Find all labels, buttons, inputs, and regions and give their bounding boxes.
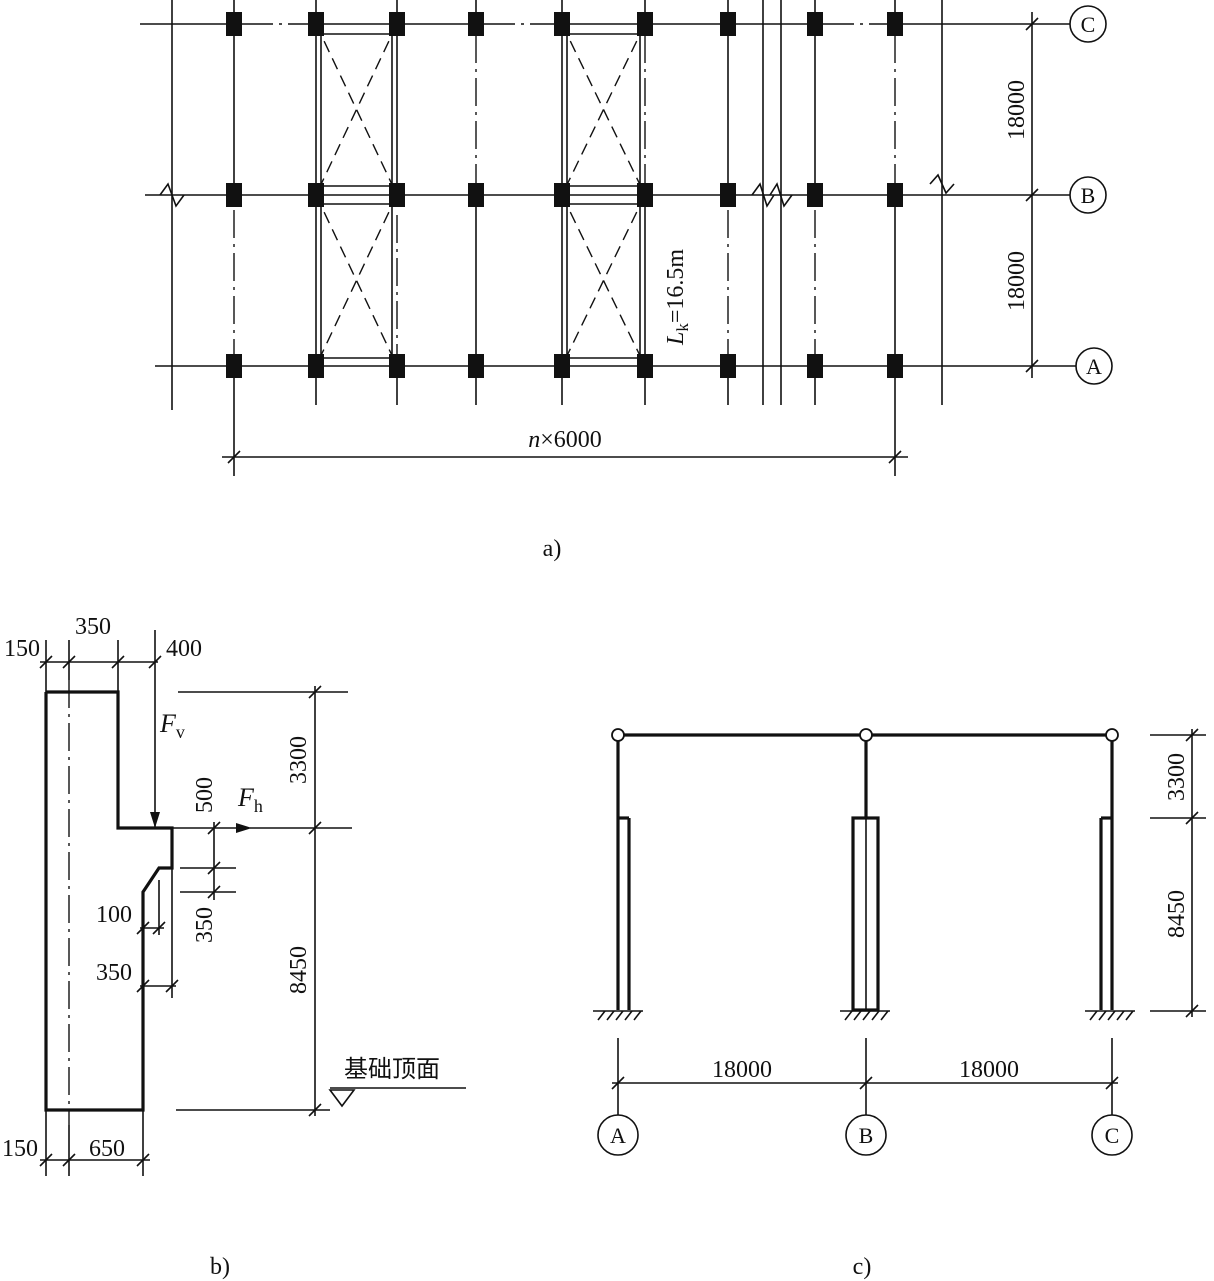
force-fh-sub: h bbox=[254, 796, 263, 816]
dim-top-150: 150 bbox=[4, 636, 40, 662]
span-dim-bottom: 18000 bbox=[1004, 251, 1030, 311]
force-fh-symbol: F bbox=[237, 783, 255, 812]
foundation-marker: 基础顶面 bbox=[328, 1055, 466, 1108]
top-dimensions: 150 350 400 bbox=[4, 614, 202, 828]
frame-height-dimensions: 3300 8450 bbox=[1150, 728, 1206, 1018]
dim-350-horizontal: 350 bbox=[96, 960, 132, 986]
frame-axis-a: A bbox=[610, 1123, 626, 1148]
vertical-dimension: 18000 18000 bbox=[1004, 12, 1039, 378]
panel-b-column: 150 350 400 Fv Fh 3300 8450 bbox=[2, 614, 466, 1280]
span-length-subscript: k bbox=[673, 323, 692, 332]
force-fv-label: Fv bbox=[159, 709, 185, 742]
length-n: n bbox=[528, 427, 540, 453]
hinge-c bbox=[1105, 728, 1119, 742]
hinge-b bbox=[859, 728, 873, 742]
length-rest: ×6000 bbox=[540, 427, 602, 453]
column-outline bbox=[44, 690, 174, 1112]
dim-bottom-150: 150 bbox=[2, 1136, 38, 1162]
panel-c-frame: 3300 8450 18000 18000 A B C c) bbox=[593, 728, 1206, 1280]
fixed-supports bbox=[593, 1010, 1135, 1021]
dim-top-350: 350 bbox=[75, 614, 111, 640]
axis-label-c: C bbox=[1081, 12, 1096, 37]
axis-label-b: B bbox=[1081, 183, 1096, 208]
bracing-bay-1 bbox=[315, 23, 398, 367]
axis-bubbles-c: A B C bbox=[597, 1114, 1133, 1156]
dim-8450: 8450 bbox=[286, 946, 312, 994]
bottom-dimensions: 150 650 bbox=[2, 1110, 150, 1176]
frame-axis-b: B bbox=[859, 1123, 874, 1148]
bracket-dimensions: 500 350 bbox=[180, 777, 236, 943]
step-dimensions: 100 350 bbox=[96, 868, 179, 998]
column-b-frame bbox=[851, 741, 880, 1012]
span-dim-top: 18000 bbox=[1004, 80, 1030, 140]
hinge-a bbox=[611, 728, 625, 742]
span-length-label: Lk=16.5m bbox=[663, 249, 692, 346]
force-fh-arrow: Fh bbox=[172, 783, 263, 833]
axis-label-a: A bbox=[1086, 354, 1102, 379]
force-fv-sub: v bbox=[176, 722, 185, 742]
bracing-bay-2 bbox=[561, 23, 646, 367]
caption-b: b) bbox=[210, 1254, 230, 1280]
frame-dim-8450: 8450 bbox=[1164, 890, 1190, 938]
force-fv-arrow: Fv bbox=[150, 709, 185, 828]
caption-a: a) bbox=[543, 536, 562, 562]
force-fv-symbol: F bbox=[159, 709, 177, 738]
foundation-top-label: 基础顶面 bbox=[344, 1055, 440, 1083]
dim-350-vertical: 350 bbox=[192, 907, 218, 943]
span-length-value: =16.5m bbox=[663, 249, 689, 324]
column-c-frame bbox=[1099, 741, 1114, 1010]
dim-top-400: 400 bbox=[166, 636, 202, 662]
caption-c: c) bbox=[853, 1254, 872, 1280]
frame-span-2: 18000 bbox=[959, 1057, 1019, 1083]
dim-3300: 3300 bbox=[286, 736, 312, 784]
panel-a-plan: 18000 18000 C B A Lk=16.5m n×6000 a) bbox=[140, 0, 1113, 562]
break-marks bbox=[159, 173, 955, 208]
column-a-frame bbox=[616, 741, 631, 1010]
columns bbox=[226, 12, 903, 378]
frame-dim-3300: 3300 bbox=[1164, 753, 1190, 801]
height-dimensions: 3300 8450 bbox=[176, 685, 352, 1117]
axis-bubbles-a: C B A bbox=[1040, 5, 1113, 385]
length-label: n×6000 bbox=[528, 427, 602, 453]
frame-span-1: 18000 bbox=[712, 1057, 772, 1083]
dim-500: 500 bbox=[192, 777, 218, 813]
span-length-symbol: L bbox=[663, 332, 689, 346]
force-fh-label: Fh bbox=[237, 783, 263, 816]
length-dimension: n×6000 bbox=[222, 405, 908, 476]
dim-100: 100 bbox=[96, 902, 132, 928]
dim-bottom-650: 650 bbox=[89, 1136, 125, 1162]
frame-span-dimensions: 18000 18000 bbox=[611, 1038, 1119, 1115]
purlin-lines bbox=[232, 22, 897, 355]
frame-axis-c: C bbox=[1105, 1123, 1120, 1148]
